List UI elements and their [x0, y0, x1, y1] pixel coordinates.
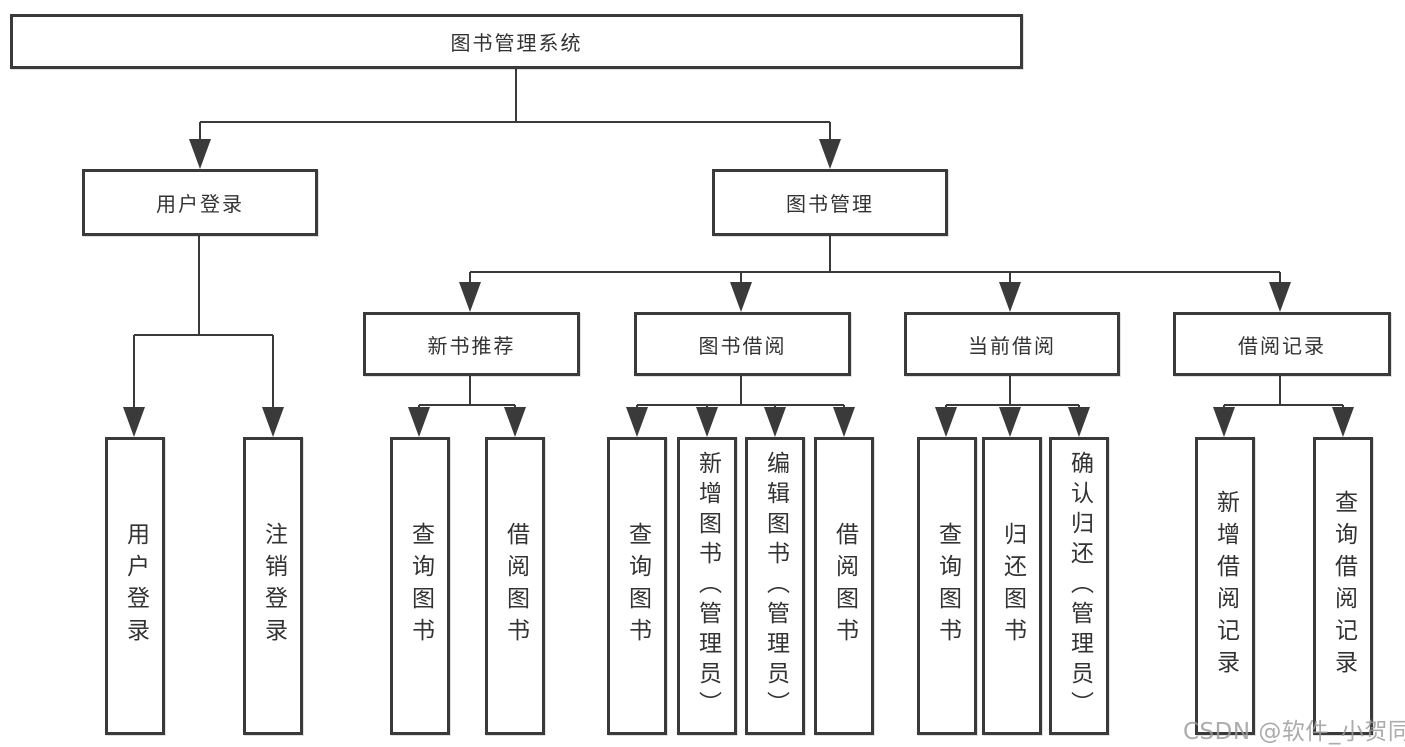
leaf-confirm-return-admin: 确认归还（管理员） — [1049, 437, 1109, 735]
leaf-borrow-books-2: 借阅图书 — [814, 437, 874, 735]
leaf-return-book-label: 归还图书 — [999, 522, 1026, 650]
leaf-add-borrow-record-label: 新增借阅记录 — [1212, 490, 1239, 682]
leaf-logout-label: 注销登录 — [260, 522, 287, 650]
leaf-edit-book-admin: 编辑图书（管理员） — [745, 437, 805, 735]
node-new-book-recommend: 新书推荐 — [363, 312, 580, 376]
leaf-borrow-books-1: 借阅图书 — [485, 437, 545, 735]
leaf-query-books-2: 查询图书 — [607, 437, 667, 735]
node-book-management-label: 图书管理 — [786, 192, 874, 216]
node-book-management: 图书管理 — [712, 169, 948, 236]
leaf-query-borrow-record-label: 查询借阅记录 — [1330, 490, 1357, 682]
leaf-query-books-1-label: 查询图书 — [407, 522, 434, 650]
leaf-query-books-3: 查询图书 — [917, 437, 977, 735]
leaf-add-book-admin: 新增图书（管理员） — [677, 437, 737, 735]
leaf-query-books-1: 查询图书 — [390, 437, 450, 735]
node-borrow-records-label: 借阅记录 — [1238, 333, 1326, 358]
leaf-add-borrow-record: 新增借阅记录 — [1195, 437, 1255, 735]
leaf-confirm-return-admin-label: 确认归还（管理员） — [1066, 451, 1093, 721]
leaf-borrow-books-2-label: 借阅图书 — [831, 522, 858, 650]
node-borrow-records: 借阅记录 — [1173, 312, 1391, 376]
leaf-query-books-3-label: 查询图书 — [934, 522, 961, 650]
node-root-system: 图书管理系统 — [10, 14, 1023, 69]
node-new-book-recommend-label: 新书推荐 — [427, 333, 516, 358]
csdn-watermark: CSDN @软件_小贺同学 — [1183, 719, 1405, 745]
leaf-add-book-admin-label: 新增图书（管理员） — [694, 451, 721, 721]
node-book-borrow-label: 图书借阅 — [698, 333, 787, 358]
node-book-borrow: 图书借阅 — [634, 312, 851, 376]
leaf-edit-book-admin-label: 编辑图书（管理员） — [762, 451, 789, 721]
leaf-borrow-books-1-label: 借阅图书 — [502, 522, 529, 650]
leaf-return-book: 归还图书 — [982, 437, 1042, 735]
node-current-borrow-label: 当前借阅 — [968, 333, 1056, 358]
node-current-borrow: 当前借阅 — [904, 312, 1120, 376]
leaf-logout: 注销登录 — [243, 437, 303, 735]
node-root-system-label: 图书管理系统 — [450, 31, 583, 55]
leaf-user-login: 用户登录 — [105, 437, 165, 735]
node-user-login-label: 用户登录 — [156, 192, 244, 216]
node-user-login: 用户登录 — [82, 169, 318, 236]
leaf-query-books-2-label: 查询图书 — [624, 522, 651, 650]
leaf-user-login-label: 用户登录 — [122, 522, 149, 650]
leaf-query-borrow-record: 查询借阅记录 — [1313, 437, 1373, 735]
